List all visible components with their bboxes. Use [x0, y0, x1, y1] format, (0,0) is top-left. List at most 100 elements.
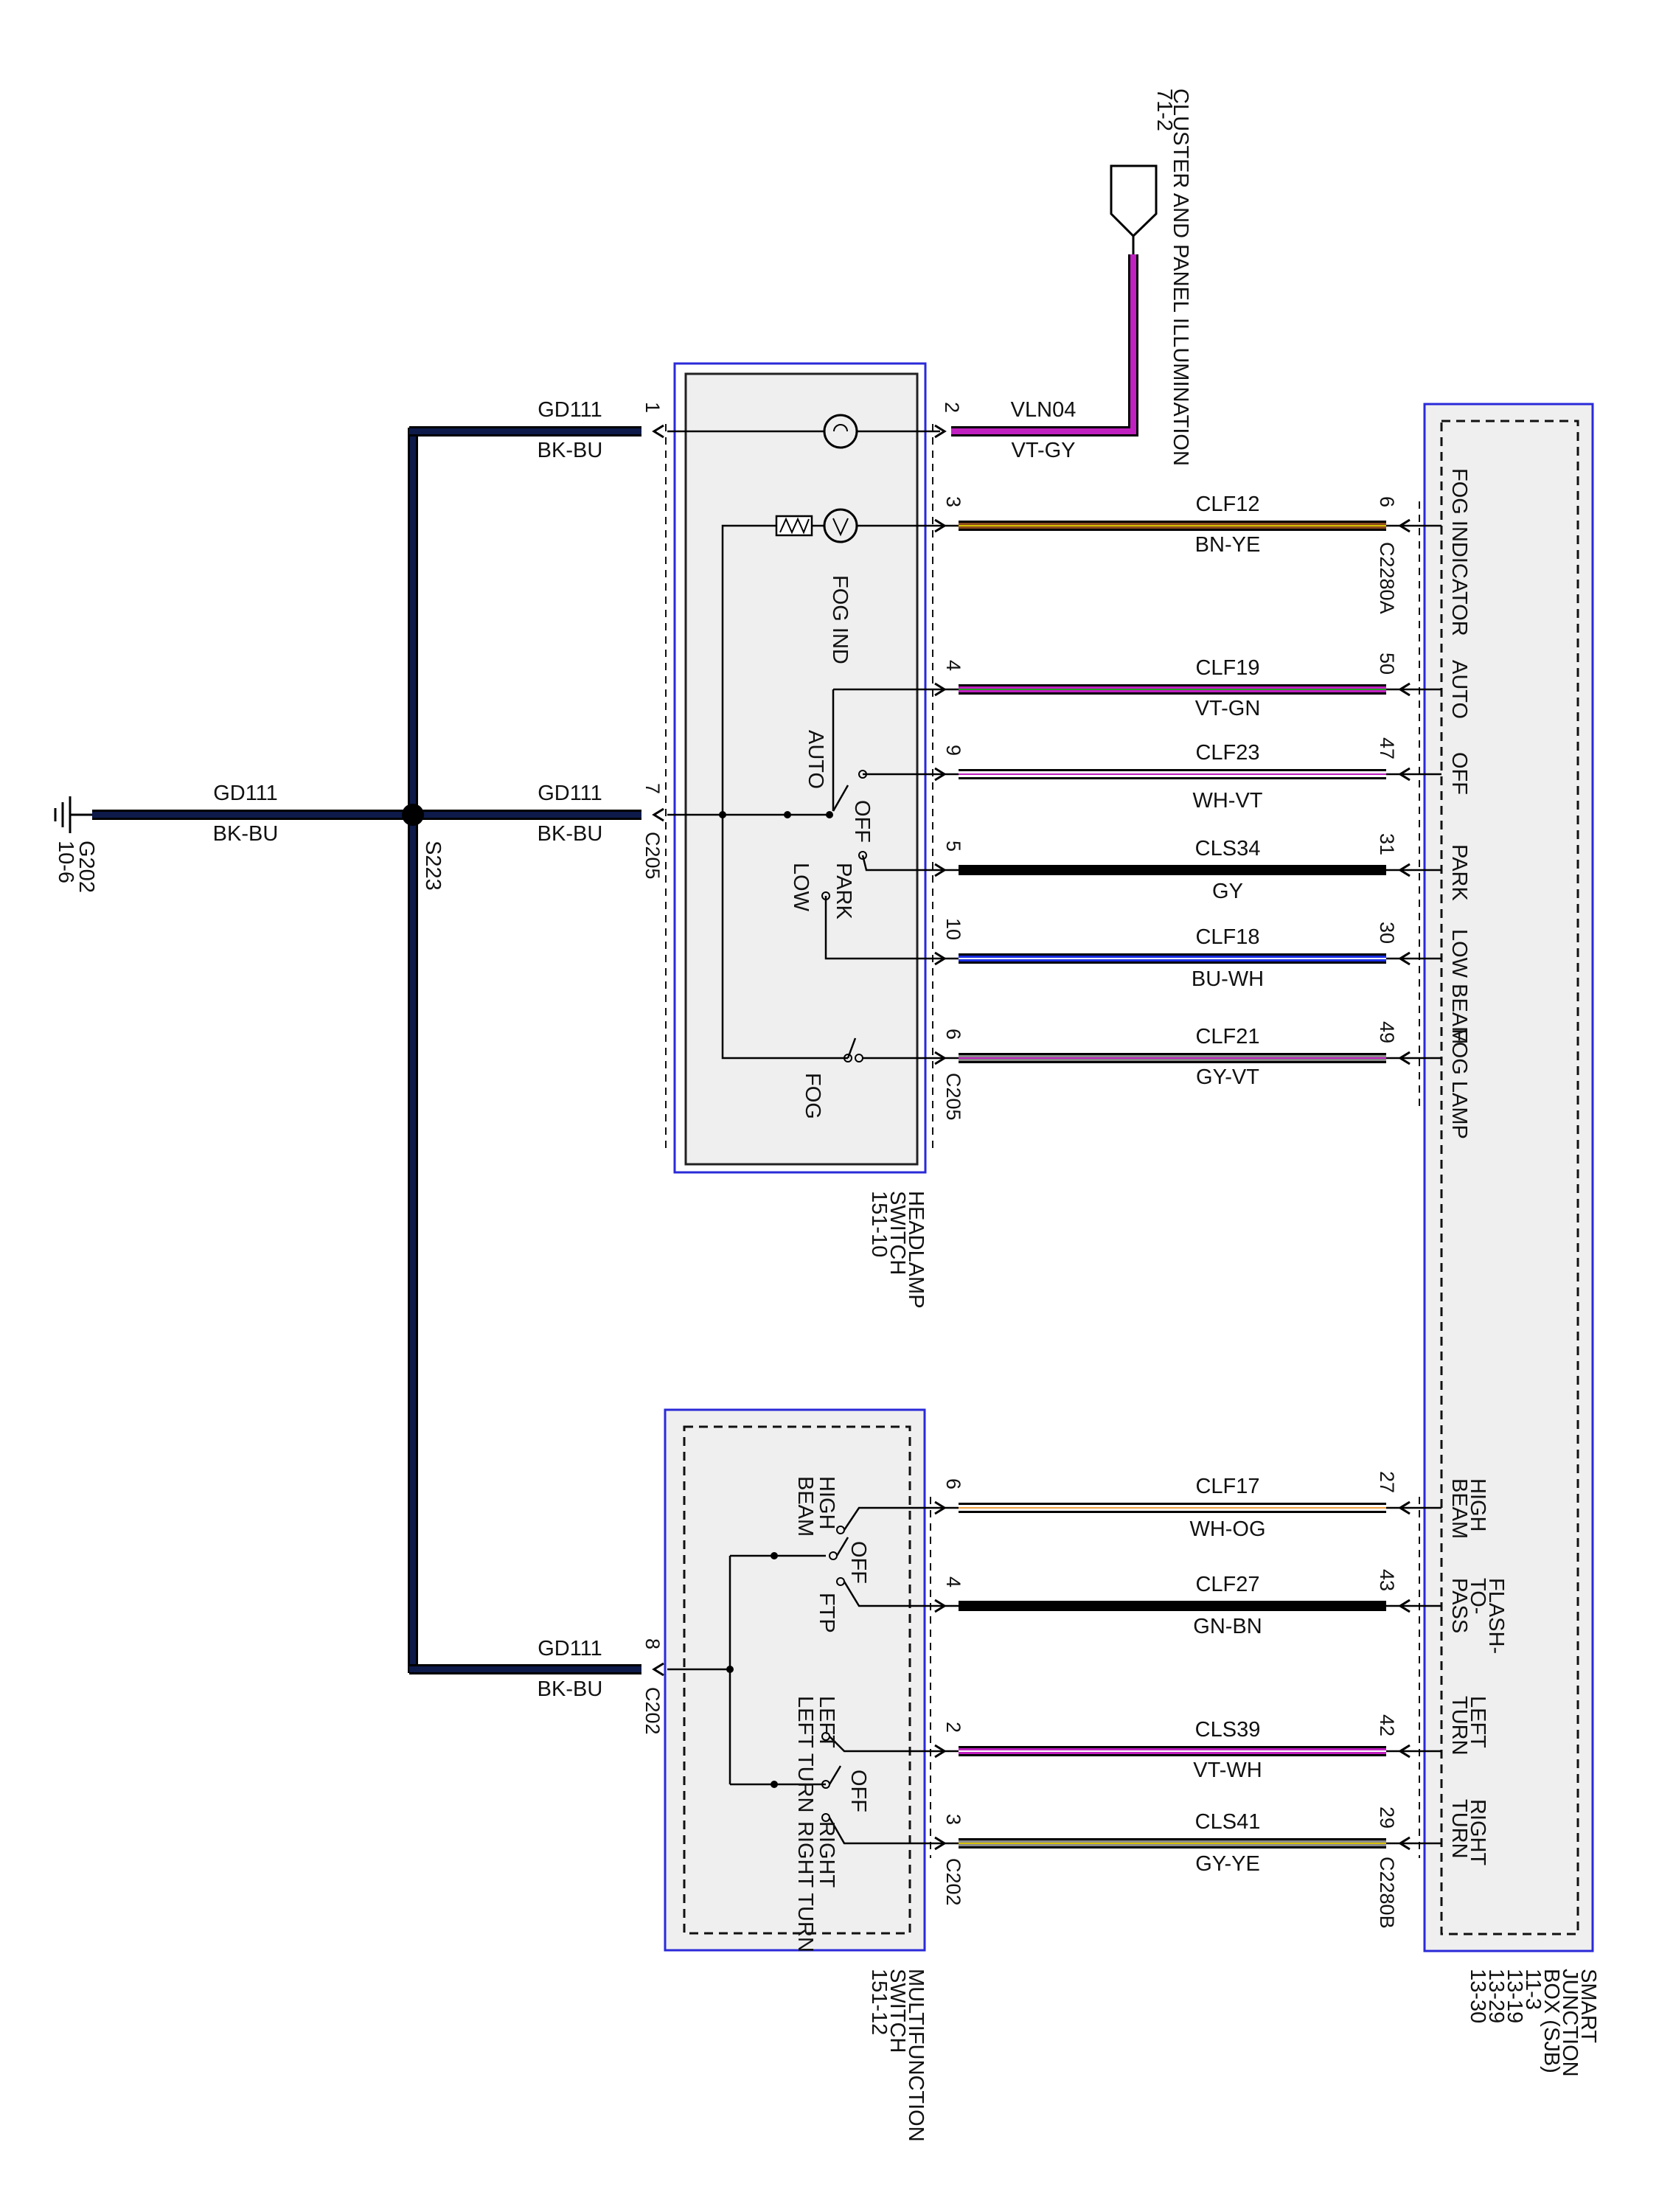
cls41-circuit: CLS41 [1195, 1810, 1261, 1834]
sjb-title-1: SMART [1576, 1969, 1600, 2043]
ground-b2-color: BK-BU [538, 822, 603, 846]
headlamp-switch-body [684, 372, 919, 1166]
clf27-color: GN-BN [1193, 1615, 1262, 1638]
sjb-conn-c2280b: C2280B [1376, 1857, 1398, 1929]
sjb-pin-27: 27 [1376, 1471, 1398, 1493]
label-ftp: FTP [815, 1593, 838, 1633]
cls39-circuit: CLS39 [1195, 1718, 1261, 1742]
sjb-label-to: TO- [1466, 1578, 1489, 1614]
ground-main-color: BK-BU [213, 822, 279, 846]
hl-pin-9: 9 [942, 745, 964, 756]
label-park: PARK [832, 863, 855, 919]
smart-junction-box-dashed [1440, 420, 1579, 1935]
ground-conn-c205: C205 [641, 832, 664, 880]
ground-icon [54, 796, 92, 833]
ground-b2-circuit: GD111 [538, 782, 602, 805]
sjb-ref-4: 13-30 [1466, 1969, 1489, 2023]
sjb-label-right-turn: TURN [1447, 1799, 1471, 1859]
sjb-label-pass: PASS [1447, 1578, 1471, 1633]
turn-switch-blade [828, 1765, 842, 1785]
headlamp-ref: 151-10 [867, 1191, 891, 1257]
cls41-color: GY-YE [1195, 1852, 1260, 1876]
ground-name: G202 [74, 841, 98, 893]
clf17-circuit: CLF17 [1195, 1475, 1259, 1498]
sjb-ref-3: 13-29 [1484, 1969, 1508, 2023]
cluster-name: CLUSTER AND PANEL ILLUMINATION [1169, 88, 1192, 466]
hl-pin-3: 3 [942, 496, 964, 507]
sjb-label-flash: FLASH- [1484, 1578, 1508, 1654]
ground-pin-7: 7 [641, 783, 664, 794]
cluster-pin: 2 [941, 402, 963, 413]
sjb-label-beam: BEAM [1447, 1478, 1471, 1539]
clf19-color: VT-GN [1195, 697, 1261, 720]
hl-pin-10: 10 [942, 918, 964, 940]
cls39-color: VT-WH [1193, 1759, 1262, 1782]
cls34-color: GY [1212, 880, 1243, 903]
illumination-lamp-icon [823, 414, 858, 449]
fog-indicator-lamp-icon [823, 508, 858, 543]
sjb-pin-6: 6 [1376, 496, 1398, 507]
ground-b3-color: BK-BU [538, 1677, 603, 1701]
hl-conn-c205: C205 [942, 1073, 964, 1121]
sjb-label-low-beam: LOW BEAM [1447, 929, 1471, 1044]
ground-main-circuit: GD111 [213, 782, 278, 805]
clf12-color: BN-YE [1195, 533, 1261, 557]
clf12-circuit: CLF12 [1195, 493, 1259, 516]
ground-pin-8: 8 [641, 1638, 664, 1649]
label-fog: FOG [801, 1073, 824, 1119]
label-high-beam-2: BEAM [793, 1476, 817, 1537]
high-beam-switch-blade [835, 1537, 849, 1557]
cluster-circuit: VLN04 [1011, 398, 1077, 422]
multifunction-title-1: MULTIFUNCTION [904, 1969, 928, 2142]
hl-pin-5: 5 [942, 841, 964, 852]
cluster-color: VT-GY [1011, 439, 1075, 462]
ground-pin-1: 1 [641, 402, 664, 413]
clf21-circuit: CLF21 [1195, 1025, 1259, 1048]
sjb-label-off: OFF [1447, 752, 1471, 795]
clf27-circuit: CLF27 [1195, 1573, 1259, 1596]
headlamp-title-2: SWITCH [886, 1191, 909, 1275]
sjb-pin-31: 31 [1376, 833, 1398, 855]
sjb-label-park: PARK [1447, 844, 1471, 901]
ground-b3-circuit: GD111 [538, 1637, 602, 1660]
cluster-wire [951, 254, 1138, 437]
sjb-pin-43: 43 [1376, 1569, 1398, 1591]
label-mf-off-1: OFF [846, 1541, 870, 1584]
label-right: RIGHT [815, 1821, 838, 1888]
multifunction-switch-outer [664, 1408, 926, 1952]
mf-pin-2: 2 [942, 1722, 964, 1733]
cluster-connector-icon [1110, 164, 1158, 238]
label-low: LOW [789, 863, 813, 912]
clf18-circuit: CLF18 [1195, 925, 1259, 949]
clf23-circuit: CLF23 [1195, 741, 1259, 765]
ground-b1-color: BK-BU [538, 439, 603, 462]
fog-switch-blade [846, 1037, 857, 1059]
sjb-pin-49: 49 [1376, 1021, 1398, 1043]
sjb-pin-29: 29 [1376, 1806, 1398, 1829]
sjb-label-high: HIGH [1466, 1478, 1489, 1532]
sjb-label-fog-lamp: FOG LAMP [1447, 1029, 1471, 1139]
sjb-label-auto: AUTO [1447, 660, 1471, 719]
cluster-ref: 71-2 [1152, 88, 1176, 131]
label-fog-ind: FOG IND [828, 575, 852, 664]
sjb-title-3: BOX (SJB) [1540, 1969, 1563, 2073]
label-mf-off-2: OFF [846, 1770, 870, 1812]
sjb-pin-30: 30 [1376, 922, 1398, 944]
smart-junction-box-outer [1423, 403, 1594, 1952]
sjb-pin-50: 50 [1376, 653, 1398, 675]
label-high-beam: HIGH [815, 1476, 838, 1530]
sjb-ref-1: 11-3 [1521, 1969, 1545, 2010]
sjb-title-2: JUNCTION [1558, 1969, 1582, 2077]
clf18-color: BU-WH [1192, 967, 1264, 991]
headlamp-rotary-blade [832, 785, 849, 812]
ground-b1-circuit: GD111 [538, 398, 602, 422]
multifunction-title-2: SWITCH [886, 1969, 909, 2053]
label-off: OFF [850, 800, 874, 843]
sjb-label-left: LEFT [1466, 1696, 1489, 1748]
label-auto: AUTO [804, 730, 827, 789]
hl-pin-6: 6 [942, 1029, 964, 1040]
cls34-circuit: CLS34 [1195, 837, 1261, 860]
clf19-circuit: CLF19 [1195, 656, 1259, 680]
sjb-label-fog-indicator: FOG INDICATOR [1447, 468, 1471, 636]
